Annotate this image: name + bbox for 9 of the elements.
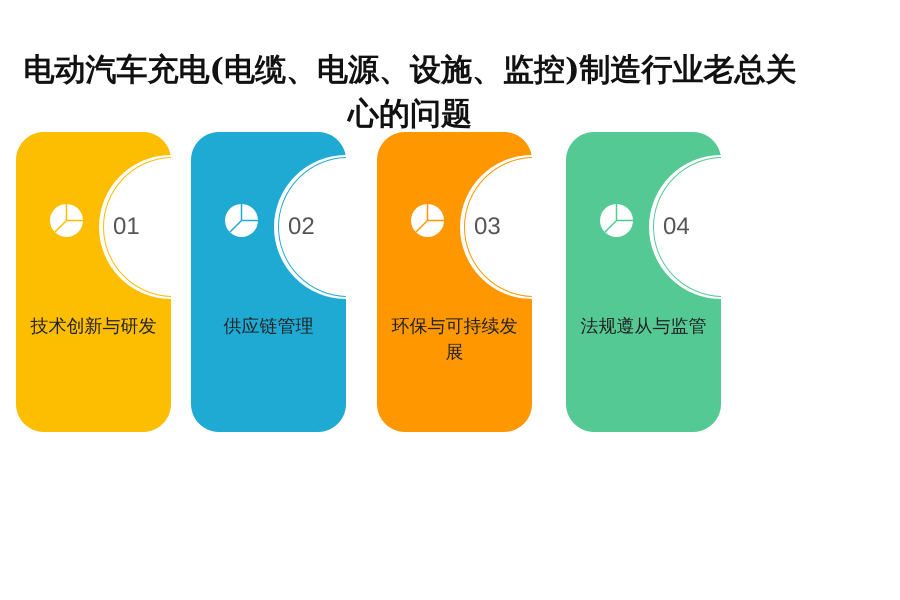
card-label: 环保与可持续发展 bbox=[390, 315, 518, 365]
number: 01 bbox=[113, 212, 140, 242]
card-label: 法规遵从与监管 bbox=[580, 315, 708, 339]
number: 02 bbox=[288, 212, 315, 242]
card-label: 供应链管理 bbox=[222, 315, 314, 339]
number: 03 bbox=[474, 212, 501, 242]
number: 04 bbox=[663, 212, 690, 242]
title: 电动汽车充电(电缆、电源、设施、监控)制造行业老总关心的问题 bbox=[22, 51, 798, 134]
card-label: 技术创新与研发 bbox=[30, 315, 158, 339]
